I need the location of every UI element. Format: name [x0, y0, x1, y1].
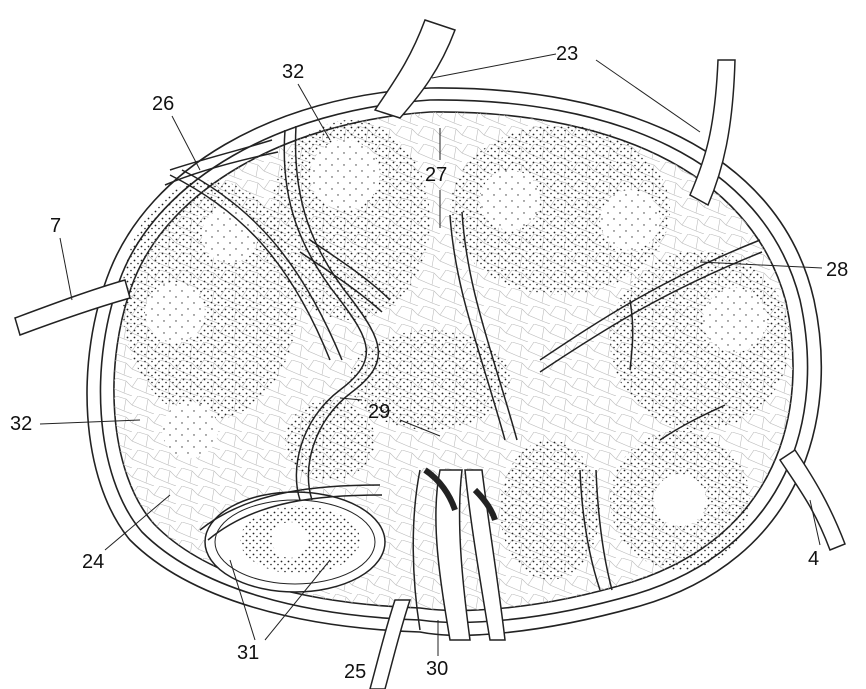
label-32-left: 32 [10, 414, 32, 434]
label-30: 30 [426, 659, 448, 679]
label-4: 4 [808, 549, 819, 569]
label-32-top: 32 [282, 62, 304, 82]
efferent-lymphatic [370, 600, 410, 689]
label-25: 25 [344, 662, 366, 682]
lower-lobule [205, 492, 385, 592]
label-31: 31 [237, 643, 259, 663]
label-28: 28 [826, 260, 848, 280]
label-23: 23 [556, 44, 578, 64]
label-24: 24 [82, 552, 104, 572]
label-29: 29 [368, 402, 390, 422]
label-7: 7 [50, 216, 61, 236]
label-26: 26 [152, 94, 174, 114]
label-27: 27 [425, 165, 447, 185]
